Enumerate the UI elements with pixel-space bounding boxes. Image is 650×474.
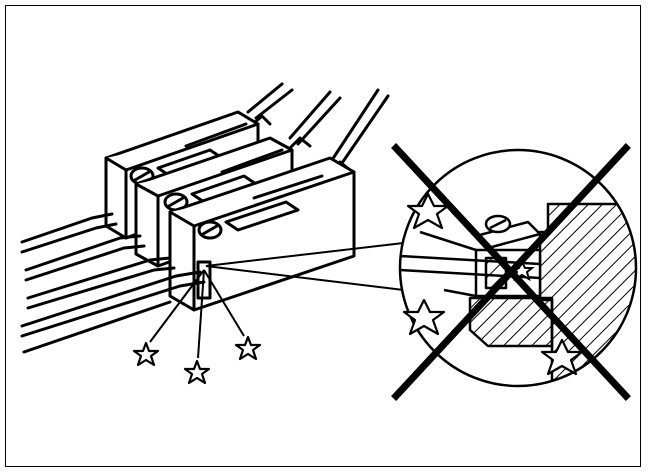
- terminal-block-assembly: [20, 82, 390, 354]
- spark-lines: [149, 269, 245, 359]
- lower-wire-bundle: [20, 212, 206, 354]
- spark-star-icon: [402, 298, 446, 336]
- spark-star-icon: [406, 192, 450, 230]
- diagram-frame: [5, 5, 641, 467]
- magnified-spark-stars: [402, 192, 584, 376]
- x-mark-icon: [391, 143, 631, 401]
- magnification-lines: [205, 241, 421, 293]
- spark-star-icon: [183, 359, 211, 385]
- spark-stars: [132, 335, 262, 385]
- spark-star-icon: [234, 335, 262, 361]
- spark-star-icon: [540, 338, 584, 376]
- spark-star-icon: [132, 341, 160, 367]
